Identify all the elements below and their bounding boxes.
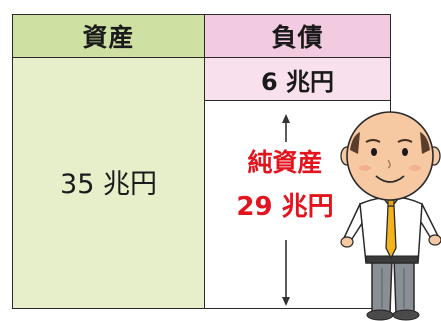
assets-header: 資産 <box>12 14 205 58</box>
liabilities-value: 6 兆円 <box>260 67 335 96</box>
assets-value: 35 兆円 <box>60 168 157 200</box>
double-arrow-icon <box>282 114 290 306</box>
liabilities-header: 負債 <box>204 14 391 58</box>
equity-value: 29 兆円 <box>236 192 334 222</box>
businessman-illustration <box>340 111 441 321</box>
equity-label: 純資産 <box>247 148 323 177</box>
liabilities-box: 6 兆円 <box>204 57 391 101</box>
assets-box: 35 兆円 <box>12 57 205 309</box>
assets-label: 資産 <box>82 23 135 52</box>
liabilities-label: 負債 <box>271 23 324 52</box>
